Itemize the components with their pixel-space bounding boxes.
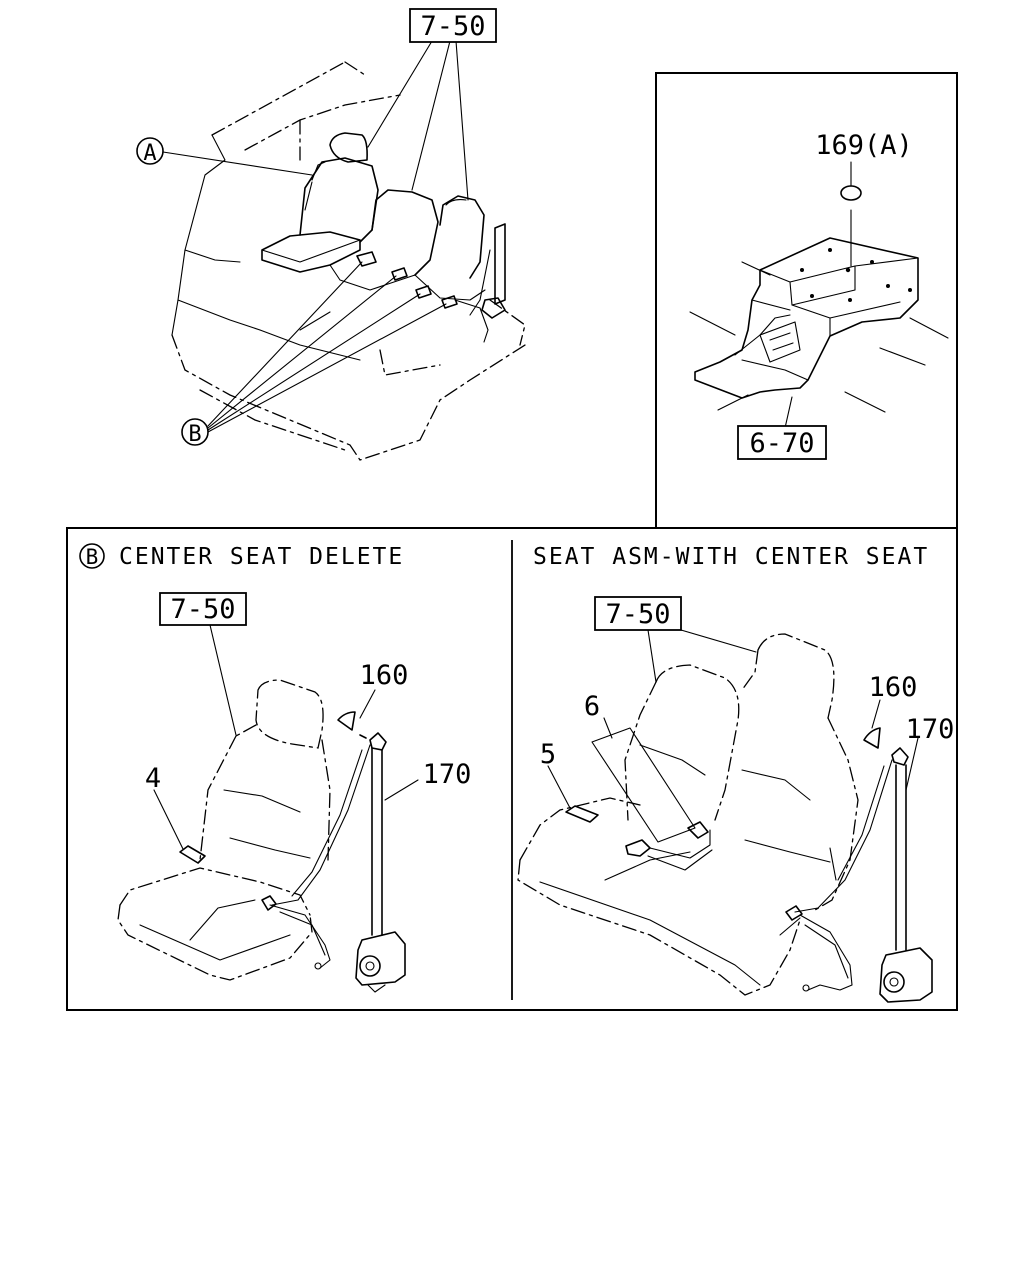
- bench-seat-illustration: [517, 629, 933, 1003]
- part-label-4: 4: [145, 763, 161, 794]
- single-seat-illustration: [117, 624, 419, 993]
- callout-b-circle: [181, 418, 209, 446]
- callout-b-letter: B: [188, 422, 201, 447]
- part-160-guide-right: [863, 727, 881, 749]
- part-label-170-left: 170: [423, 759, 472, 790]
- bottom-panels-frame: [66, 527, 958, 1011]
- part-label-170-right: 170: [906, 714, 955, 745]
- ref-box-7-50-right: [594, 596, 682, 631]
- callout-a-letter: A: [143, 141, 156, 166]
- part-label-5: 5: [540, 739, 556, 770]
- caption-center-seat-delete: CENTER SEAT DELETE: [119, 544, 404, 570]
- part-label-160-right: 160: [869, 672, 918, 703]
- part-label-160-left: 160: [360, 660, 409, 691]
- ref-label-6-70: 6-70: [749, 428, 814, 459]
- ref-label-7-50-right: 7-50: [605, 599, 670, 630]
- callout-a-circle: [136, 137, 164, 165]
- part-160-guide: [337, 711, 356, 731]
- ref-label-7-50-left: 7-50: [170, 594, 235, 625]
- part-label-6: 6: [584, 691, 600, 722]
- ref-label-7-50-overview: 7-50: [420, 11, 485, 42]
- caption-seat-asm-with-center-seat: SEAT ASM-WITH CENTER SEAT: [533, 544, 929, 570]
- part-169-cap: [840, 185, 862, 201]
- overview-illustration: [162, 40, 526, 461]
- ref-box-6-70: [737, 425, 827, 460]
- console-illustration: [689, 161, 949, 429]
- ref-box-7-50-left: [159, 592, 247, 626]
- panel-b-marker-letter: B: [86, 545, 99, 569]
- ref-box-7-50-overview: [409, 8, 497, 43]
- panel-b-marker-circle: [79, 543, 105, 569]
- part-label-169a: 169(A): [815, 130, 913, 161]
